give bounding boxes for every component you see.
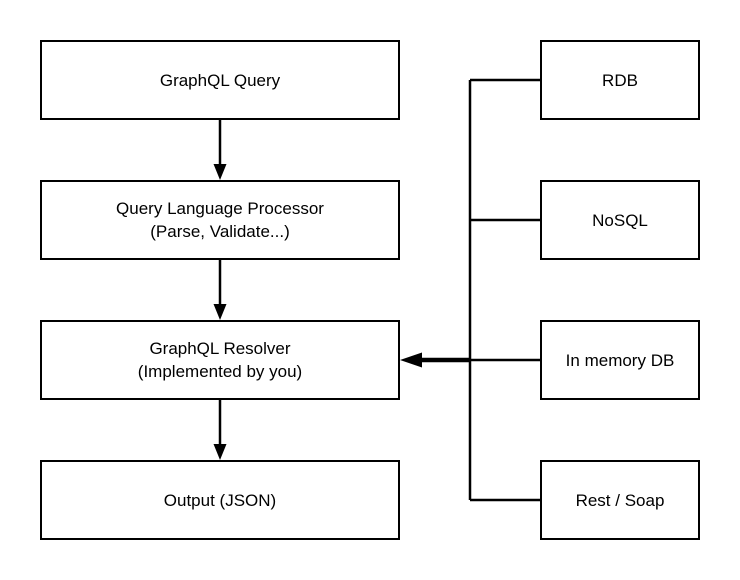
node-query-language-processor: Query Language Processor (Parse, Validat…: [40, 180, 400, 260]
node-label: In memory DB: [565, 350, 675, 370]
node-label: GraphQL Query: [159, 70, 281, 90]
node-label: RDB: [602, 70, 638, 90]
node-label: Query Language Processor: [116, 199, 324, 218]
node-in-memory-db: In memory DB: [540, 320, 700, 400]
node-graphql-query: GraphQL Query: [40, 40, 400, 120]
edge-processor-to-resolver-arrow: [213, 260, 227, 320]
node-label: Rest / Soap: [575, 490, 665, 510]
node-sublabel: (Parse, Validate...): [150, 222, 290, 241]
node-rdb: RDB: [540, 40, 700, 120]
node-graphql-resolver: GraphQL Resolver (Implemented by you): [40, 320, 400, 400]
node-nosql: NoSQL: [540, 180, 700, 260]
edge-bus-to-resolver-thick-arrow: [400, 352, 471, 368]
node-label: Output (JSON): [163, 490, 277, 510]
edge-resolver-to-output-arrow: [213, 400, 227, 460]
node-output-json: Output (JSON): [40, 460, 400, 540]
node-sublabel: (Implemented by you): [137, 362, 303, 381]
edge-query-to-processor-arrow: [213, 120, 227, 180]
node-label: NoSQL: [592, 210, 648, 230]
node-rest-soap: Rest / Soap: [540, 460, 700, 540]
node-label: GraphQL Resolver: [149, 339, 291, 358]
